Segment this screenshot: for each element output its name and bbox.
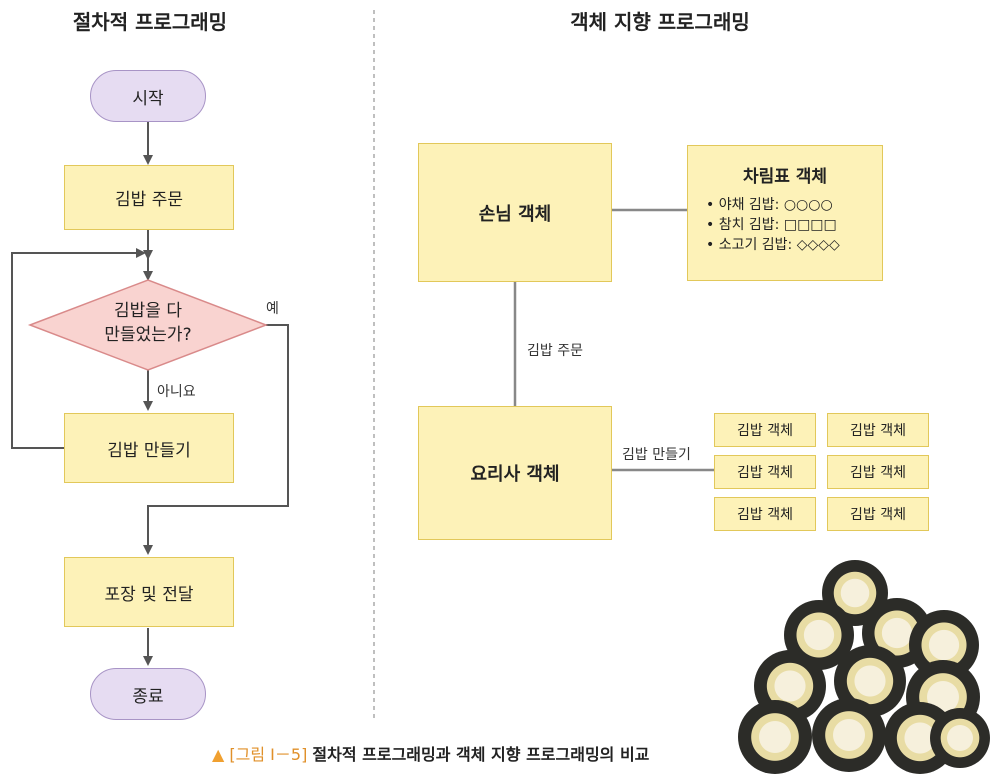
kimbap-object-label: 김밥 객체 xyxy=(737,423,793,439)
yes-branch-line xyxy=(143,324,289,555)
caption-text: 절차적 프로그래밍과 객체 지향 프로그래밍의 비교 xyxy=(312,745,650,764)
start-terminal: 시작 xyxy=(90,70,206,122)
caption-figure-ref: [그림 Ⅰ－5] xyxy=(229,745,308,764)
loop-back-line xyxy=(11,248,146,449)
caption-marker-icon: ▲ xyxy=(212,745,225,764)
oop-title: 객체 지향 프로그래밍 xyxy=(570,10,750,34)
kimbap-object-label: 김밥 객체 xyxy=(850,465,906,481)
order-message-label: 김밥 주문 xyxy=(527,343,583,359)
menu-item: • 야채 김밥: ○○○○ xyxy=(706,197,833,213)
kimbap-object: 김밥 객체 xyxy=(714,413,816,447)
kimbap-object-label: 김밥 객체 xyxy=(737,465,793,481)
kimbap-photo xyxy=(734,560,992,776)
menu-object: 차림표 객체 • 야채 김밥: ○○○○ • 참치 김밥: □□□□ • 소고기… xyxy=(687,145,883,281)
order-step-label: 김밥 주문 xyxy=(115,190,183,210)
kimbap-object: 김밥 객체 xyxy=(827,413,929,447)
decision-line-1: 김밥을 다 xyxy=(114,301,182,321)
pack-step-label: 포장 및 전달 xyxy=(104,584,194,605)
kimbap-roll-image xyxy=(812,698,886,772)
menu-item: • 참치 김밥: □□□□ xyxy=(706,217,837,233)
decision-text: 김밥을 다 만들었는가? xyxy=(70,299,226,347)
make-message-label: 김밥 만들기 xyxy=(622,447,691,463)
order-step: 김밥 주문 xyxy=(64,165,234,230)
make-step: 김밥 만들기 xyxy=(64,413,234,483)
end-terminal: 종료 xyxy=(90,668,206,720)
kimbap-object-label: 김밥 객체 xyxy=(850,507,906,523)
kimbap-object-label: 김밥 객체 xyxy=(850,423,906,439)
kimbap-object: 김밥 객체 xyxy=(827,497,929,531)
decision-line-2: 만들었는가? xyxy=(104,325,192,345)
menu-item: • 소고기 김밥: ◇◇◇◇ xyxy=(706,237,840,253)
procedural-title: 절차적 프로그래밍 xyxy=(72,10,228,34)
pack-step: 포장 및 전달 xyxy=(64,557,234,627)
start-label: 시작 xyxy=(132,88,164,109)
kimbap-roll-image xyxy=(930,708,990,768)
decision-diamond xyxy=(27,279,269,371)
end-label: 종료 xyxy=(132,686,164,707)
menu-object-title: 차림표 객체 xyxy=(742,167,828,187)
kimbap-object: 김밥 객체 xyxy=(714,455,816,489)
make-step-label: 김밥 만들기 xyxy=(107,440,191,461)
kimbap-object-label: 김밥 객체 xyxy=(737,507,793,523)
no-label: 아니요 xyxy=(157,384,196,400)
figure-caption: ▲ [그림 Ⅰ－5] 절차적 프로그래밍과 객체 지향 프로그래밍의 비교 xyxy=(212,741,649,765)
kimbap-object: 김밥 객체 xyxy=(714,497,816,531)
yes-label: 예 xyxy=(266,301,279,317)
kimbap-object: 김밥 객체 xyxy=(827,455,929,489)
chef-object-label: 요리사 객체 xyxy=(470,464,560,485)
customer-object-label: 손님 객체 xyxy=(478,203,552,225)
chef-object: 요리사 객체 xyxy=(418,406,612,540)
kimbap-roll-image xyxy=(738,700,812,774)
customer-object: 손님 객체 xyxy=(418,143,612,282)
